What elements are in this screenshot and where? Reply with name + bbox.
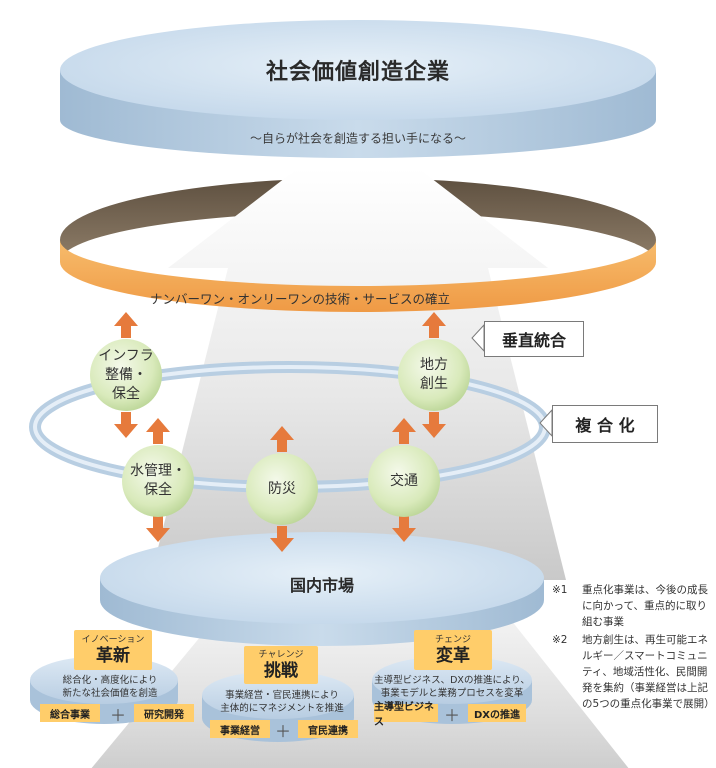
pillar-challenge-chip-1: 事業経営 [210, 720, 270, 738]
pillar-innovation-sub: イノベーション [81, 634, 145, 645]
vertical-arrows [114, 312, 446, 552]
band-label: ナンバーワン・オンリーワンの技術・サービスの確立 [149, 291, 451, 307]
note-2: ※2 地方創生は、再生可能エネルギー／スマートコミュニティ、地域活性化、民間開発… [552, 632, 715, 742]
bottom-disk [100, 532, 544, 646]
pillar-challenge-tag: チャレンジ 挑戦 [244, 646, 318, 684]
pillar-challenge-chip-2: 官民連携 [298, 720, 358, 738]
pillar-challenge-desc: 事業経営・官民連携により 主体的にマネジメントを推進 [220, 690, 344, 714]
top-disk-title: 社会価値創造企業 [265, 60, 451, 85]
pillar-change-plus: ＋ [443, 706, 461, 725]
node-circle-infra [90, 339, 162, 411]
note-1-text: 重点化事業は、今後の成長に向かって、重点的に取り組む事業 [582, 584, 708, 628]
note-2-mark: ※2 [552, 634, 568, 646]
pillar-challenge-main: 挑戦 [264, 660, 298, 681]
pillar-innovation-desc: 総合化・高度化により 新たな社会価値を創造 [62, 675, 158, 699]
node-infra: インフラ 整備・ 保全 [98, 347, 154, 402]
pillar-change-desc: 主導型ビジネス、DXの推進により、 事業モデルと業務プロセスを変革 [374, 675, 530, 699]
node-water: 水管理・ 保全 [130, 463, 186, 498]
pillar-innovation-chip-2: 研究開発 [134, 704, 194, 722]
node-circles [90, 339, 470, 525]
node-circle-transport [368, 445, 440, 517]
node-transport: 交通 [390, 472, 418, 489]
top-disk-subtitle: ～自らが社会を創造する担い手になる～ [249, 131, 467, 146]
note-1-mark: ※1 [552, 584, 568, 596]
node-circle-regional [398, 339, 470, 411]
node-regional: 地方 創生 [420, 357, 448, 392]
callout-vertical-integration: 垂直統合 [484, 321, 584, 357]
node-circle-water [122, 445, 194, 517]
pillar-innovation-tag: イノベーション 革新 [74, 630, 152, 670]
pillar-change-chip-1: 主導型ビジネス [374, 702, 438, 728]
band-ring [60, 178, 656, 262]
note-2-text: 地方創生は、再生可能エネルギー／スマートコミュニティ、地域活性化、民間開発を集約… [582, 634, 715, 710]
pillar-change-tag: チェンジ 変革 [414, 630, 492, 670]
pillar-challenge-plus: ＋ [274, 722, 292, 741]
band-front [60, 240, 656, 312]
pillar-innovation-main: 革新 [96, 645, 130, 666]
pillar-change-chip-2: DXの推進 [468, 704, 526, 722]
callout-composite: 複 合 化 [552, 405, 658, 443]
node-circle-disaster [246, 453, 318, 525]
pillar-challenge-sub: チャレンジ [258, 649, 304, 660]
top-disk [60, 20, 656, 158]
pillar-innovation-chip-1: 総合事業 [40, 704, 100, 722]
pillar-innovation-plus: ＋ [109, 706, 127, 725]
pillar-change-main: 変革 [436, 645, 470, 666]
node-disaster: 防災 [268, 480, 296, 497]
bottom-disk-label: 国内市場 [289, 576, 355, 595]
note-1: ※1 重点化事業は、今後の成長に向かって、重点的に取り組む事業 [552, 582, 712, 630]
pillar-change-sub: チェンジ [434, 634, 471, 645]
